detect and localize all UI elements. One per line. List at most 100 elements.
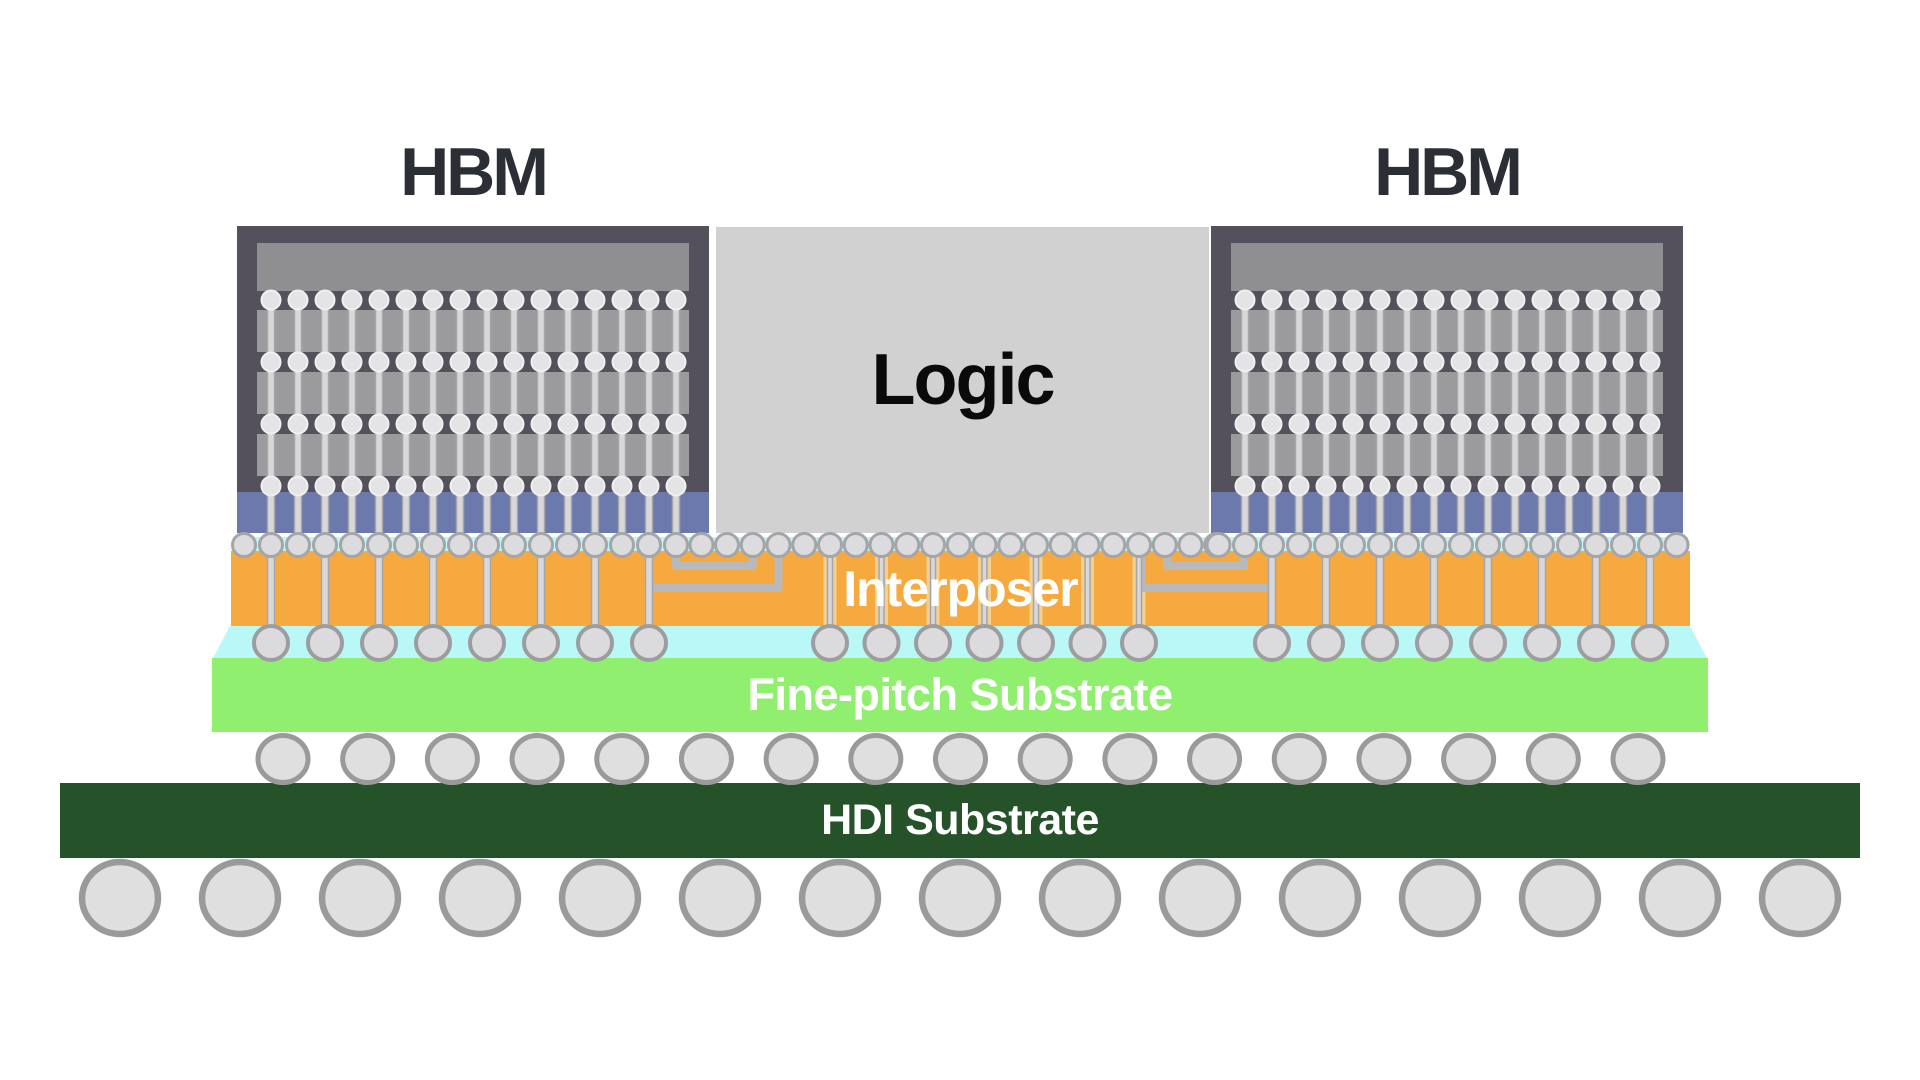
hbm-bump [1261, 475, 1283, 497]
hbm-bump [665, 475, 687, 497]
hbm-bump [1450, 351, 1472, 373]
microbump [1340, 532, 1366, 558]
hbm-bump [476, 351, 498, 373]
hbm-bump [1558, 413, 1580, 435]
hbm-bump [260, 351, 282, 373]
microbump [765, 532, 792, 558]
hbm-bump [1423, 351, 1445, 373]
through-tsv-column [1375, 295, 1385, 642]
hbm-bump [1585, 413, 1607, 435]
hbm-bump [584, 475, 606, 497]
microbump [1529, 532, 1555, 558]
through-tsv-column [1429, 295, 1439, 642]
microbump [663, 532, 689, 558]
microbump [366, 532, 392, 558]
hbm-bump [260, 475, 282, 497]
through-tsv-column [1591, 295, 1601, 642]
through-tsv-column [1321, 295, 1331, 642]
hbm-bump [314, 413, 336, 435]
hbm-bump [1477, 289, 1499, 311]
hbm-bump [1369, 351, 1391, 373]
hbm-bump [1531, 289, 1553, 311]
interposer-bump [576, 624, 614, 662]
solder-ball-bottom [1158, 858, 1242, 938]
solder-ball-mid [1525, 733, 1581, 785]
hbm-bump [503, 413, 525, 435]
microbump [528, 532, 554, 558]
microbump [1448, 532, 1474, 558]
hbm-bump [449, 413, 471, 435]
microbump [971, 532, 998, 558]
solder-ball-bottom [918, 858, 1002, 938]
solder-ball-bottom [198, 858, 282, 938]
solder-ball-bottom [318, 858, 402, 938]
hbm-bump [1261, 351, 1283, 373]
fine-pitch-substrate: Fine-pitch Substrate [212, 658, 1708, 732]
solder-ball-mid [1441, 733, 1497, 785]
hbm-bump [368, 351, 390, 373]
interposer-bump [306, 624, 344, 662]
hbm-bump [611, 475, 633, 497]
solder-ball-bottom [1278, 858, 1362, 938]
through-tsv-column [1645, 295, 1655, 642]
through-tsv-column [1537, 295, 1547, 642]
interposer-bump [1631, 624, 1669, 662]
hbm-bump [1315, 289, 1337, 311]
hbm-bump [1585, 289, 1607, 311]
microbump [817, 532, 843, 558]
solder-ball-bottom [438, 858, 522, 938]
solder-ball-mid [933, 733, 988, 785]
interposer-bump [1017, 624, 1055, 662]
hbm-bump [530, 413, 552, 435]
solder-ball-bottom [1038, 858, 1122, 938]
hbm-bump [1531, 413, 1553, 435]
through-tsv-column [536, 295, 546, 642]
hbm-base-die [1211, 492, 1683, 533]
hbm-bump [557, 413, 579, 435]
hbm-top-cap [257, 243, 689, 291]
hbm-bump [665, 289, 687, 311]
hbm-bump [449, 475, 471, 497]
hbm-bump [1342, 475, 1364, 497]
hbm-bump [368, 475, 390, 497]
hbm-bump [665, 413, 687, 435]
hbm-bump [314, 289, 336, 311]
hbm-bump [1369, 413, 1391, 435]
logic-label: Logic [871, 340, 1056, 420]
hbm-bump [1639, 289, 1661, 311]
microbump [1177, 532, 1204, 558]
microbump [582, 532, 608, 558]
hbm-bump [260, 289, 282, 311]
hbm-bump [476, 413, 498, 435]
logic-die: Logic [716, 227, 1209, 533]
hbm-bump [1342, 413, 1364, 435]
hbm-bump [638, 351, 660, 373]
hbm-bump [1369, 475, 1391, 497]
microbump [997, 532, 1024, 558]
microbump [447, 532, 473, 558]
solder-ball-mid [340, 733, 396, 785]
microbump [688, 532, 715, 558]
interposer-bump [811, 624, 849, 662]
microbump [555, 532, 581, 558]
fine-pitch-label: Fine-pitch Substrate [747, 669, 1173, 720]
hbm-bump [1261, 413, 1283, 435]
solder-ball-bottom [78, 858, 162, 938]
hbm-bump [314, 475, 336, 497]
interposer-bump [914, 624, 952, 662]
microbump [231, 532, 257, 558]
microbump [1394, 532, 1420, 558]
hbm-bump [1423, 289, 1445, 311]
hbm-bump [1558, 351, 1580, 373]
hbm-bump [1612, 351, 1634, 373]
hbm-bump [395, 475, 417, 497]
through-tsv-column [482, 295, 492, 642]
hbm-bump [584, 289, 606, 311]
through-tsv-column [1483, 295, 1493, 642]
interposer-bump [1120, 624, 1158, 662]
interposer-bump [468, 624, 506, 662]
hbm-bump [1585, 475, 1607, 497]
hbm-bump [1261, 289, 1283, 311]
hbm-bump [476, 475, 498, 497]
